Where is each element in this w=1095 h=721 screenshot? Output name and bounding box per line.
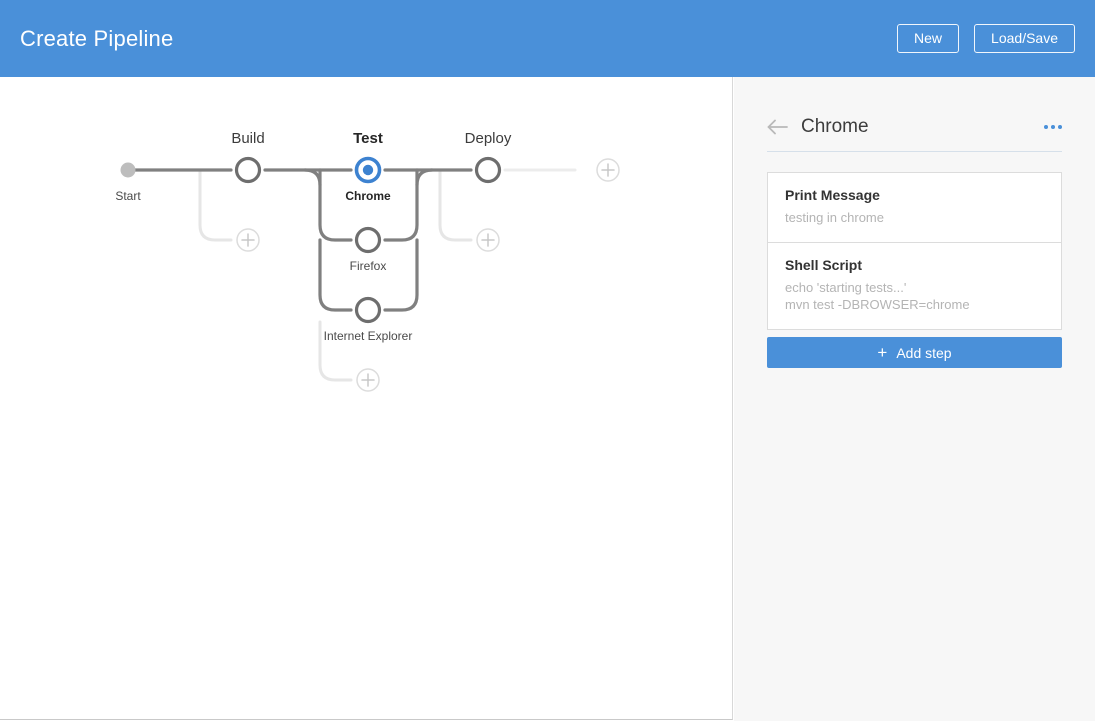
add-step-label: Add step <box>896 344 952 361</box>
panel-header: Chrome <box>767 116 1062 152</box>
page-title: Create Pipeline <box>20 25 174 51</box>
start-label: Start <box>115 189 141 203</box>
branch-rail-left-top <box>303 168 322 187</box>
add-parallel-test-button[interactable] <box>356 368 380 392</box>
parallel-node-firefox[interactable] <box>354 226 382 254</box>
branch-out-firefox <box>383 168 419 242</box>
branch-rail-right-top <box>415 168 434 187</box>
step-detail-line: mvn test -DBROWSER=chrome <box>785 297 970 312</box>
add-step-button[interactable]: + Add step <box>767 337 1062 368</box>
panel-title: Chrome <box>801 116 869 137</box>
header-actions: New Load/Save <box>897 24 1075 53</box>
pipeline-canvas[interactable]: Start Build Test Deploy Chrome Firefox I… <box>0 77 733 720</box>
add-parallel-deploy-button[interactable] <box>476 228 500 252</box>
ghost-connector-build <box>198 168 233 242</box>
ghost-connector-test <box>318 320 353 382</box>
steps-list: Print Message testing in chrome Shell Sc… <box>767 172 1062 330</box>
parallel-node-internet-explorer[interactable] <box>354 296 382 324</box>
stage-label-deploy[interactable]: Deploy <box>464 130 512 147</box>
step-title: Shell Script <box>785 257 863 273</box>
details-panel: Chrome Print Message testing in chrome S… <box>734 77 1095 721</box>
branch-out-ie <box>383 238 419 312</box>
stage-node-deploy[interactable] <box>474 156 502 184</box>
stage-node-test-dot[interactable] <box>362 164 374 176</box>
node-label-firefox[interactable]: Firefox <box>349 259 387 273</box>
start-node[interactable] <box>120 162 136 178</box>
add-buttons <box>236 158 620 392</box>
step-detail-line: testing in chrome <box>785 210 884 225</box>
stage-label-build[interactable]: Build <box>231 130 265 147</box>
load-save-button[interactable]: Load/Save <box>974 24 1075 53</box>
branch-in-ie <box>318 238 353 312</box>
add-parallel-build-button[interactable] <box>236 228 260 252</box>
arrow-left-icon[interactable] <box>767 118 789 136</box>
plus-icon: + <box>877 343 888 362</box>
new-button[interactable]: New <box>897 24 960 53</box>
app-header: Create Pipeline New Load/Save <box>0 0 1095 77</box>
node-label-internet-explorer[interactable]: Internet Explorer <box>323 329 413 343</box>
node-label-chrome[interactable]: Chrome <box>345 189 391 203</box>
list-item[interactable]: Shell Script echo 'starting tests...' mv… <box>768 242 1061 329</box>
list-item[interactable]: Print Message testing in chrome <box>768 173 1061 242</box>
more-horizontal-icon[interactable] <box>1044 125 1062 129</box>
stage-node-build[interactable] <box>234 156 262 184</box>
pipeline-graph <box>120 156 620 392</box>
ghost-connectors <box>198 168 577 382</box>
branch-connectors <box>303 168 434 312</box>
stage-label-test[interactable]: Test <box>353 130 383 147</box>
add-stage-after-deploy-button[interactable] <box>596 158 620 182</box>
step-detail-line: echo 'starting tests...' <box>785 280 907 295</box>
step-title: Print Message <box>785 187 880 203</box>
branch-in-firefox <box>318 168 353 242</box>
ghost-connector-deploy <box>438 168 473 242</box>
